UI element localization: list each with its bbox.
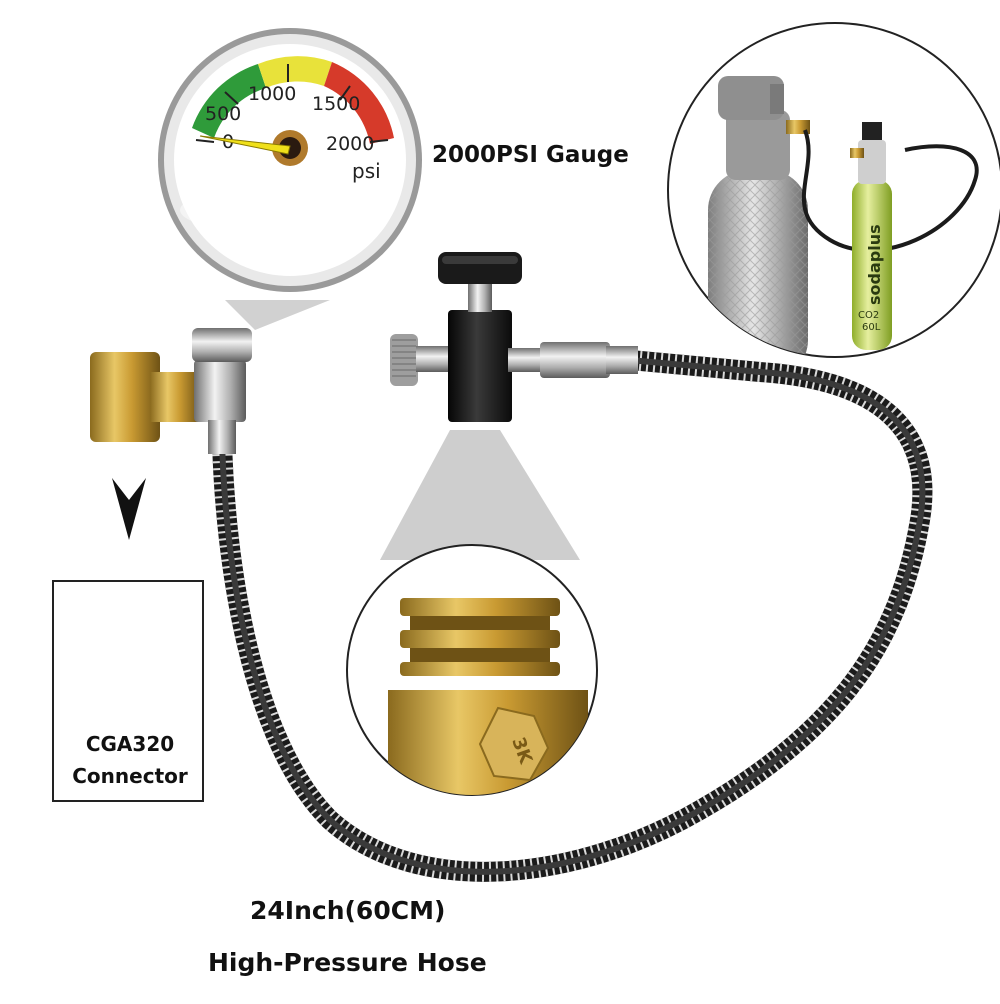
cga320-fitting bbox=[90, 328, 252, 454]
cga320-connector-box: CGA320 Connector bbox=[52, 580, 204, 802]
gauge-tick-1000: 1000 bbox=[248, 83, 296, 105]
hose-type-caption: High-Pressure Hose bbox=[208, 948, 487, 977]
cylinder-brand-label: sodaplus bbox=[865, 224, 884, 305]
connector-label-line1: CGA320 bbox=[85, 732, 175, 756]
gauge-tick-500: 500 bbox=[205, 103, 241, 125]
cylinder-co2-label: CO2 bbox=[858, 310, 879, 321]
gauge-tick-2000: 2000 bbox=[326, 133, 374, 155]
hose-length-caption: 24Inch(60CM) bbox=[250, 896, 446, 925]
gauge-needle bbox=[199, 135, 291, 155]
pressure-gauge: 0 500 1000 1500 2000 psi bbox=[158, 28, 422, 292]
gauge-caption: 2000PSI Gauge bbox=[432, 142, 629, 168]
fitting-closeup-inset: 3K bbox=[346, 544, 598, 796]
arrow-down-icon bbox=[112, 478, 146, 540]
cylinder-volume-label: 60L bbox=[862, 322, 881, 333]
connector-label-line2: Connector bbox=[72, 764, 188, 788]
gauge-tick-1500: 1500 bbox=[312, 93, 360, 115]
gauge-unit: psi bbox=[352, 159, 381, 183]
tank-setup-inset: sodaplus CO2 60L bbox=[667, 22, 1000, 358]
fill-valve bbox=[390, 252, 638, 422]
valve-callout-wedge bbox=[380, 430, 580, 560]
high-pressure-hose bbox=[212, 350, 933, 882]
gauge-callout-wedge bbox=[225, 300, 330, 330]
